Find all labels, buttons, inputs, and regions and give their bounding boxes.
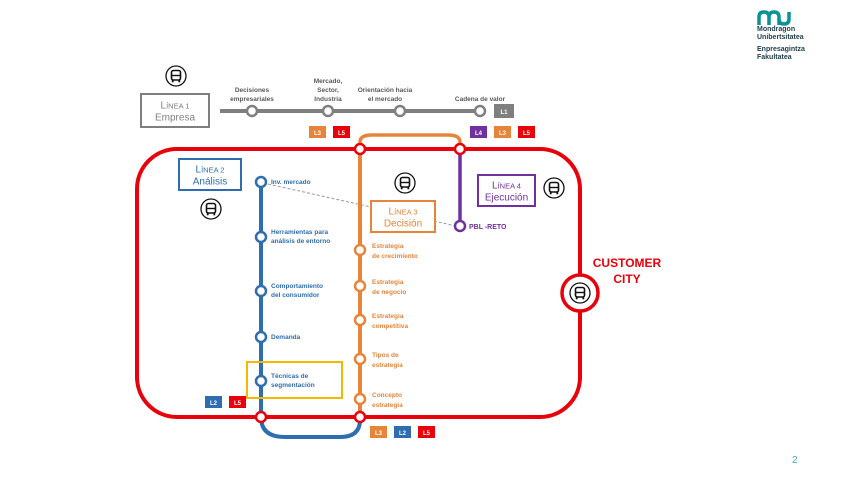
line4-station-label: PBL -RETO — [469, 224, 507, 231]
bus-icon-wheel — [549, 191, 552, 195]
line4-title-prefix: LÍNEA 4 — [492, 181, 521, 192]
line1-station — [393, 104, 407, 118]
line2-title-box — [178, 158, 242, 191]
bus-icon-wheel — [407, 186, 410, 190]
line2-station — [254, 175, 268, 189]
transfer-badge: L2 — [210, 401, 218, 407]
line2-title-name: Análisis — [193, 177, 227, 188]
transfer-badge: L3 — [375, 431, 383, 437]
interchange-station — [353, 410, 367, 424]
transfer-badge: L5 — [338, 131, 346, 137]
bus-icon-wheel — [400, 186, 403, 190]
line1-title-box — [140, 93, 210, 128]
bus-icon-wheel — [206, 212, 209, 216]
transfer-badge-bg — [470, 126, 487, 138]
university-logo: Mondragon Unibertsitatea Enpresagintza F… — [757, 10, 847, 62]
line2-station-label: Demanda — [271, 334, 301, 341]
bus-icon-wheel — [556, 191, 559, 195]
customer-city-label-line1: CUSTOMER — [593, 256, 662, 270]
transfer-badge: L5 — [423, 431, 431, 437]
line1-title-name: Empresa — [155, 113, 195, 124]
line2-track — [259, 182, 362, 439]
transfer-badge-bg — [394, 426, 411, 438]
bus-icon — [394, 172, 416, 194]
line1-station-label: Mercado,Sector,Industria — [314, 78, 343, 103]
line2-station-label: Inv. mercado — [271, 179, 311, 186]
transfer-badge-bg — [333, 126, 350, 138]
line1-station — [321, 104, 335, 118]
line3-station — [353, 313, 367, 327]
line4-station — [453, 219, 467, 233]
line1-end-badge-bg — [494, 104, 514, 118]
bus-icon-wheel — [582, 296, 585, 300]
line3-title-box — [370, 200, 436, 233]
line3-station — [353, 352, 367, 366]
customer-city-label-line2: CITY — [613, 272, 640, 286]
transfer-badge-bg — [205, 396, 222, 408]
line1-station-label: Cadena de valor — [455, 96, 506, 103]
line1-end-badge: L1 — [500, 110, 508, 116]
line4-title-box — [477, 174, 536, 207]
line3-title-prefix: LÍNEA 3 — [389, 207, 418, 218]
transfer-badge: L5 — [523, 131, 531, 137]
transfer-badge: L3 — [499, 131, 507, 137]
bus-icon-wheel — [171, 79, 174, 83]
bus-icon-wheel — [213, 212, 216, 216]
line3-track — [358, 133, 462, 149]
interchange-station — [453, 142, 467, 156]
bus-icon-wheel — [178, 79, 181, 83]
line3-title-name: Decisión — [384, 219, 422, 230]
transfer-badge-bg — [418, 426, 435, 438]
transfer-badge-bg — [494, 126, 511, 138]
logo-faculty-line2: Fakultatea — [757, 54, 792, 61]
transfer-badge: L5 — [234, 401, 242, 407]
segmentation-highlight-box — [246, 361, 343, 399]
transfer-badge: L2 — [399, 431, 407, 437]
line1-title-prefix: LÍNEA 1 — [161, 101, 190, 112]
bus-icon-wheel — [575, 296, 578, 300]
line3-station — [353, 279, 367, 293]
logo-faculty-line1: Enpresagintza — [757, 46, 805, 53]
transfer-badge: L4 — [475, 131, 483, 137]
transfer-badge-bg — [518, 126, 535, 138]
logo-mark-icon — [757, 10, 791, 26]
bus-icon — [569, 282, 591, 304]
line2-station — [254, 330, 268, 344]
bus-icon — [543, 177, 565, 199]
interchange-station — [353, 142, 367, 156]
line3-station — [353, 243, 367, 257]
bus-icon — [200, 198, 222, 220]
interchange-station — [254, 410, 268, 424]
line3-station — [353, 392, 367, 406]
line4-title-name: Ejecución — [485, 193, 528, 204]
transfer-badge-bg — [370, 426, 387, 438]
line2-station — [254, 230, 268, 244]
logo-name-line2: Unibertsitatea — [757, 34, 804, 41]
line2-station — [254, 374, 268, 388]
transfer-badge-bg — [229, 396, 246, 408]
line1-station — [245, 104, 259, 118]
logo-name-line1: Mondragon — [757, 26, 796, 33]
transfer-badge: L3 — [314, 131, 322, 137]
page-number: 2 — [792, 455, 798, 466]
bus-icon — [165, 65, 187, 87]
transfer-badge-bg — [309, 126, 326, 138]
line2-title-prefix: LÍNEA 2 — [196, 165, 225, 176]
line1-station — [473, 104, 487, 118]
line2-station — [254, 284, 268, 298]
